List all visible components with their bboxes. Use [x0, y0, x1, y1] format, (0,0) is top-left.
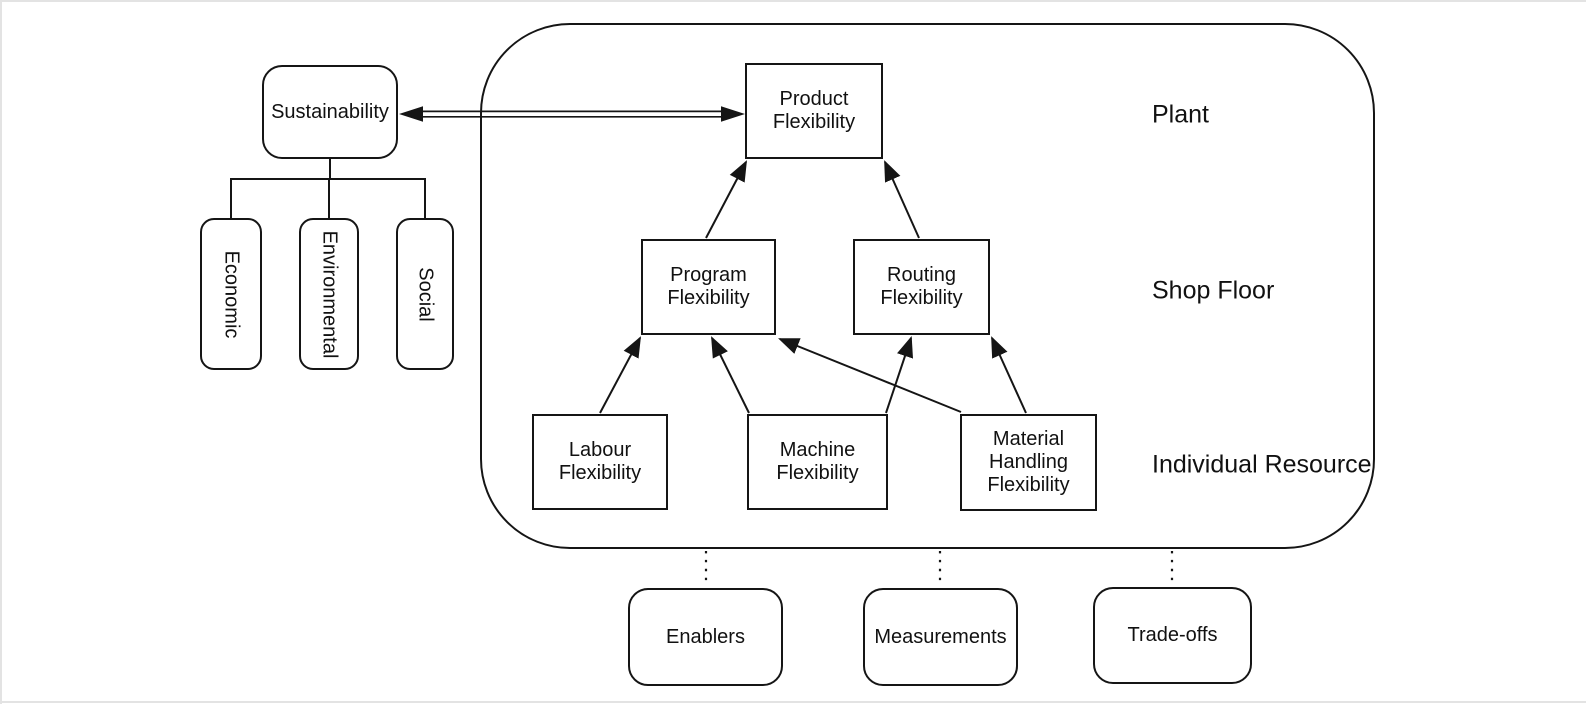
- node-social: Social: [396, 218, 454, 370]
- edge-material-to-routing: [991, 336, 1027, 414]
- node-labour-flexibility: Labour Flexibility: [532, 414, 668, 510]
- edge-machine-to-program: [711, 336, 750, 414]
- sustainability-pillar-tree: [230, 159, 426, 218]
- page-top-edge: [0, 0, 1586, 2]
- node-sustainability-label: Sustainability: [271, 100, 389, 123]
- edge-sustainability-product: [399, 106, 745, 122]
- node-machine-flexibility: Machine Flexibility: [747, 414, 888, 510]
- node-measurements-label: Measurements: [874, 625, 1007, 648]
- node-social-label: Social: [414, 266, 437, 322]
- edge-labour-to-program: [599, 336, 641, 414]
- level-label-shop-floor: Shop Floor: [1152, 276, 1275, 305]
- node-program-flexibility-label: Program Flexibility: [667, 264, 750, 309]
- node-economic: Economic: [200, 218, 262, 370]
- node-material-handling-flexibility-label: Material Handling Flexibility: [987, 428, 1070, 496]
- node-labour-flexibility-label: Labour Flexibility: [558, 439, 642, 484]
- level-label-plant: Plant: [1152, 100, 1209, 129]
- node-sustainability: Sustainability: [262, 65, 398, 159]
- node-routing-flexibility: Routing Flexibility: [853, 239, 990, 335]
- factory-levels-container: [480, 23, 1375, 549]
- node-environmental-label: Environmental: [318, 230, 341, 358]
- edge-program-to-product: [705, 160, 747, 239]
- node-tradeoffs-label: Trade-offs: [1127, 624, 1218, 646]
- edge-machine-to-routing: [885, 336, 913, 414]
- node-product-flexibility-label: Product Flexibility: [772, 88, 856, 133]
- arrowhead-left: [399, 106, 423, 122]
- edge-routing-to-product: [884, 160, 920, 239]
- node-machine-flexibility-label: Machine Flexibility: [776, 439, 859, 484]
- node-routing-flexibility-label: Routing Flexibility: [880, 264, 963, 309]
- node-material-handling-flexibility: Material Handling Flexibility: [960, 414, 1097, 511]
- node-enablers: Enablers: [628, 588, 783, 686]
- arrowhead-right: [721, 106, 745, 122]
- node-environmental: Environmental: [299, 218, 359, 370]
- level-label-individual-resource: Individual Resource: [1152, 450, 1372, 479]
- node-program-flexibility: Program Flexibility: [641, 239, 776, 335]
- page-bottom-edge: [0, 701, 1586, 703]
- node-enablers-label: Enablers: [666, 625, 745, 648]
- node-tradeoffs: Trade-offs: [1093, 587, 1252, 684]
- page-left-edge: [0, 0, 2, 704]
- edge-material-to-program: [778, 338, 962, 413]
- node-product-flexibility: Product Flexibility: [745, 63, 883, 159]
- node-economic-label: Economic: [220, 250, 243, 338]
- node-measurements: Measurements: [863, 588, 1018, 686]
